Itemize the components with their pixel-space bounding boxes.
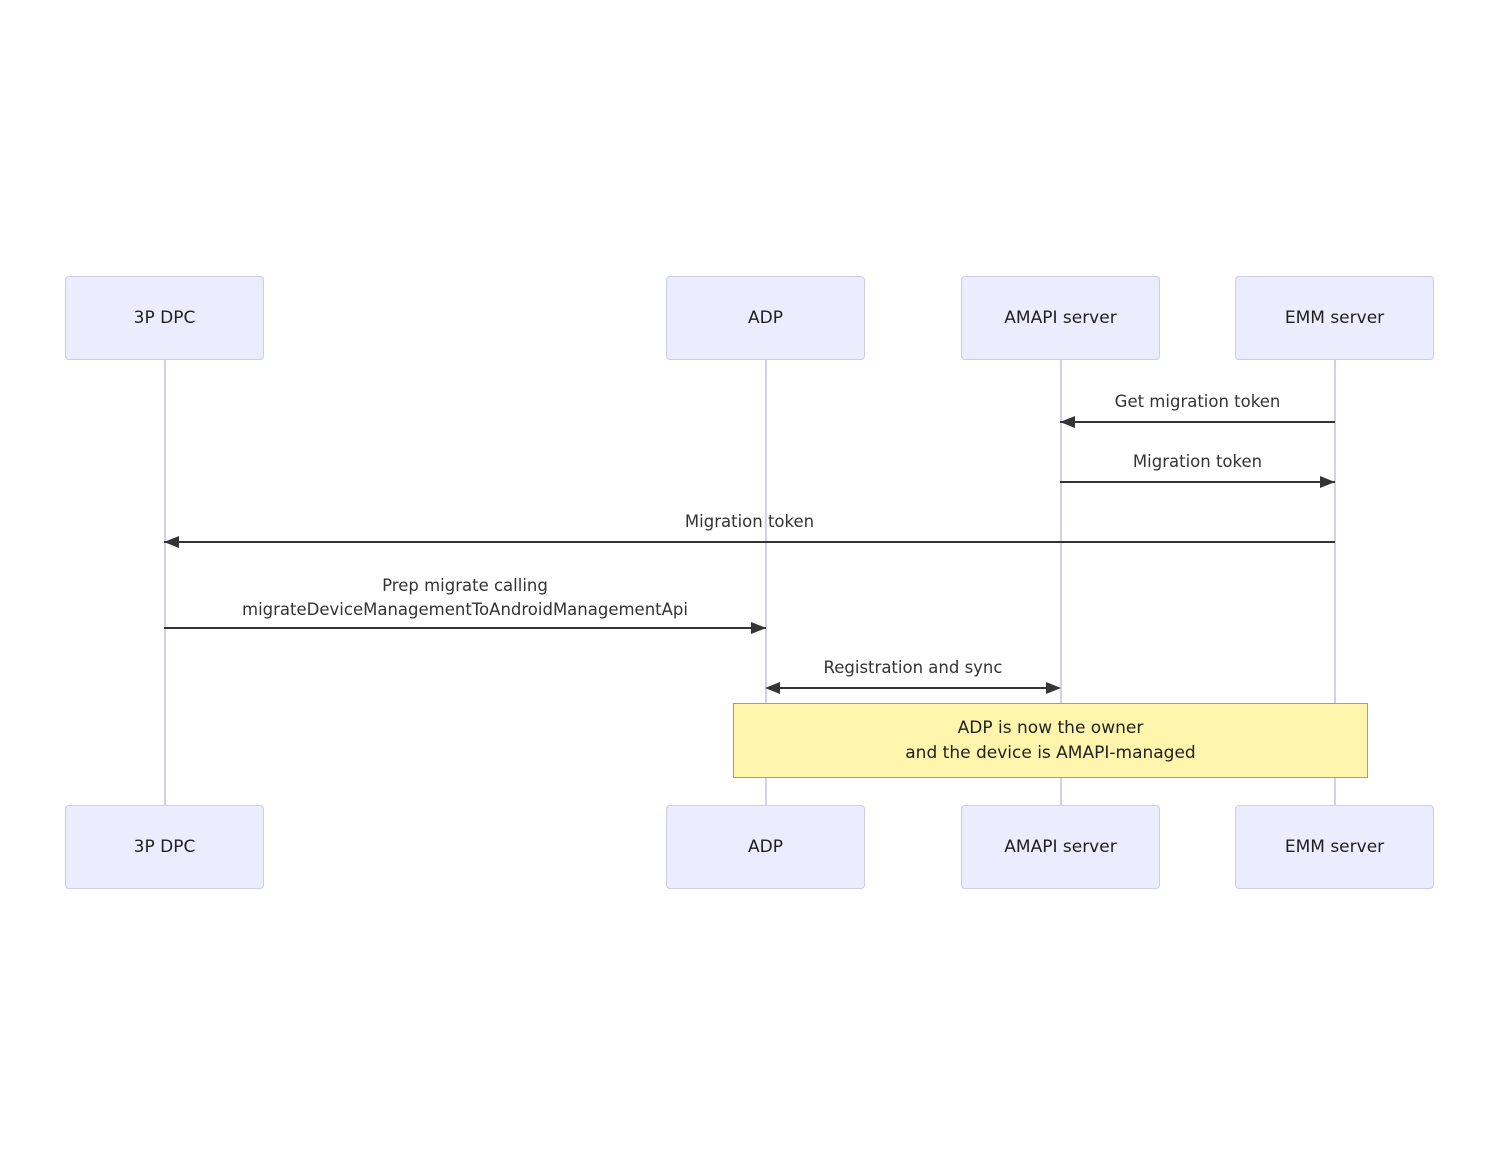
lifeline-emm-server [1333, 360, 1336, 805]
actor-label: AMAPI server [1004, 308, 1117, 328]
message-line [769, 687, 1057, 689]
message-migration-token-to-emm: Migration token [1060, 452, 1335, 490]
lifeline-adp [764, 360, 767, 805]
actor-top-adp: ADP [666, 276, 865, 360]
note-adp-owner: ADP is now the owner and the device is A… [733, 703, 1368, 778]
actor-label: AMAPI server [1004, 837, 1117, 857]
message-line [164, 541, 1335, 543]
actor-label: EMM server [1284, 837, 1385, 857]
message-migration-token-to-3p-dpc: Migration token [164, 512, 1335, 550]
message-line [164, 627, 766, 629]
actor-label: 3P DPC [133, 837, 196, 857]
actor-bottom-adp: ADP [666, 805, 865, 889]
message-get-migration-token: Get migration token [1060, 392, 1335, 430]
message-label: Migration token [684, 512, 815, 531]
actor-top-emm-server: EMM server [1235, 276, 1434, 360]
arrowhead-right-icon [1046, 682, 1061, 694]
actor-label: ADP [748, 837, 783, 857]
arrowhead-right-icon [751, 622, 766, 634]
actor-bottom-emm-server: EMM server [1235, 805, 1434, 889]
message-registration-and-sync: Registration and sync [765, 658, 1061, 696]
actor-label: ADP [748, 308, 783, 328]
note-line2: and the device is AMAPI-managed [905, 742, 1196, 763]
message-label-line2: migrateDeviceManagementToAndroidManageme… [242, 600, 688, 619]
actor-label: EMM server [1284, 308, 1385, 328]
message-label: Migration token [1132, 452, 1263, 471]
actor-top-3p-dpc: 3P DPC [65, 276, 264, 360]
actor-top-amapi-server: AMAPI server [961, 276, 1160, 360]
lifeline-amapi-server [1059, 360, 1062, 805]
arrowhead-left-icon [164, 536, 179, 548]
message-prep-migrate: Prep migrate calling migrateDeviceManage… [164, 574, 766, 636]
message-line [1060, 481, 1335, 483]
message-line [1060, 421, 1335, 423]
arrowhead-right-icon [1320, 476, 1335, 488]
message-label: Get migration token [1114, 392, 1281, 411]
actor-bottom-amapi-server: AMAPI server [961, 805, 1160, 889]
lifeline-3p-dpc [163, 360, 166, 805]
arrowhead-left-icon [1060, 416, 1075, 428]
actor-bottom-3p-dpc: 3P DPC [65, 805, 264, 889]
note-line1: ADP is now the owner [957, 717, 1144, 738]
arrowhead-left-icon [765, 682, 780, 694]
message-label-line1: Prep migrate calling [382, 576, 548, 595]
actor-label: 3P DPC [133, 308, 196, 328]
message-label: Registration and sync [823, 658, 1003, 677]
